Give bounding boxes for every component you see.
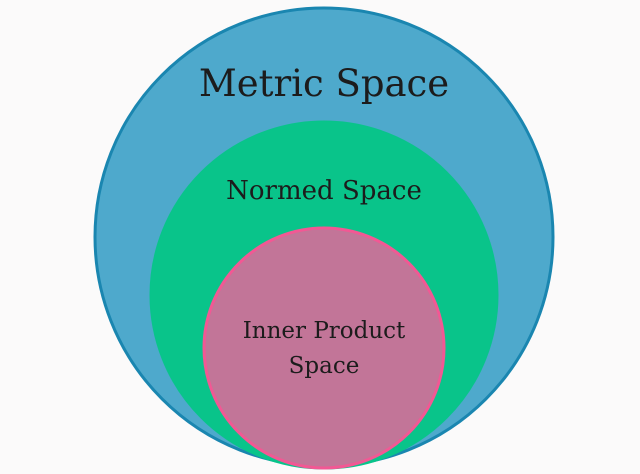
inner-product-label-line1: Inner Product — [243, 318, 406, 344]
metric-space-label: Metric Space — [199, 62, 449, 105]
normed-space-label: Normed Space — [226, 176, 422, 206]
inner-product-label-line2: Space — [289, 353, 360, 379]
inner-product-space-circle — [202, 226, 446, 470]
